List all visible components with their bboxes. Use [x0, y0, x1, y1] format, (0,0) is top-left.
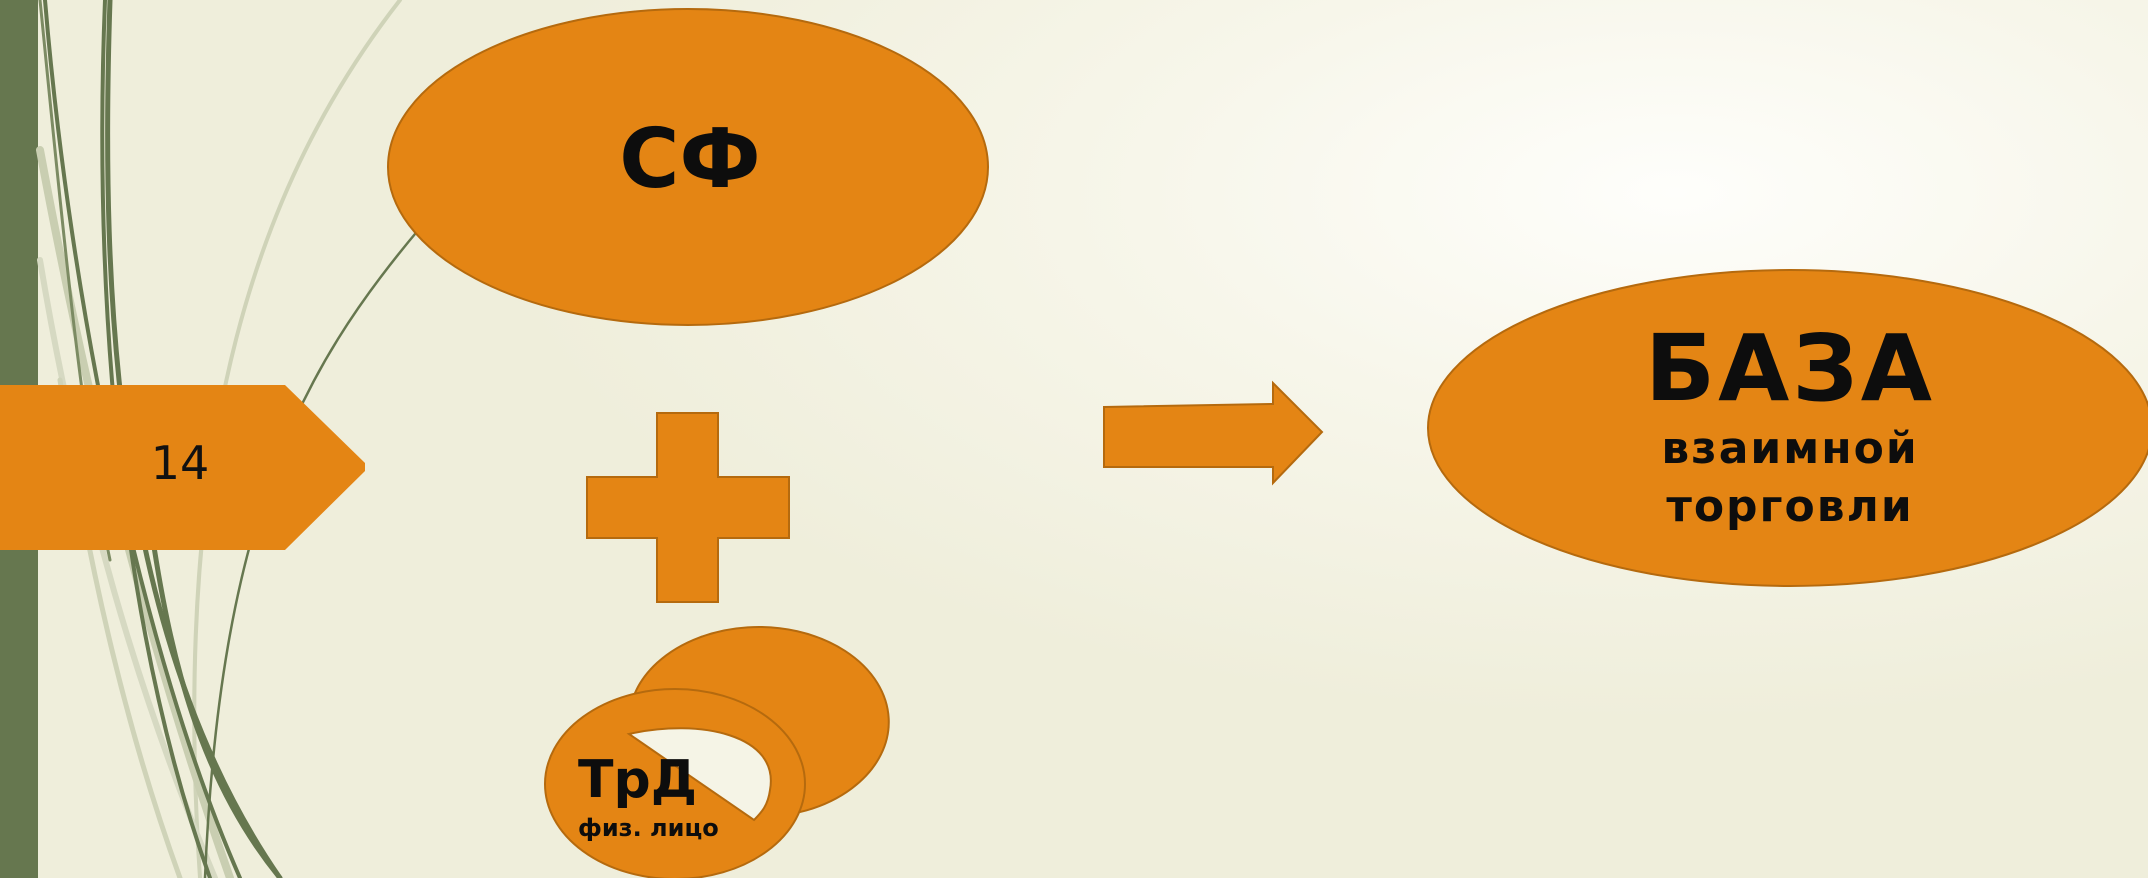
plus-icon: [586, 412, 790, 603]
sf-ellipse: [387, 8, 989, 326]
baza-subtitle-line2: торговли: [1666, 481, 1914, 532]
slide-number: 14: [150, 436, 210, 490]
baza-ellipse: [1427, 269, 2148, 587]
baza-title: БАЗА: [1645, 315, 1935, 422]
trd-pie-cutout: [626, 727, 772, 822]
arrow-right-icon: [1103, 380, 1324, 486]
slide-number-tab: [0, 385, 365, 550]
trd-subtitle: физ. лицо: [578, 814, 719, 842]
sf-label: СФ: [619, 112, 761, 207]
trd-title: ТрД: [578, 750, 698, 810]
baza-subtitle-line1: взаимной: [1661, 423, 1919, 474]
